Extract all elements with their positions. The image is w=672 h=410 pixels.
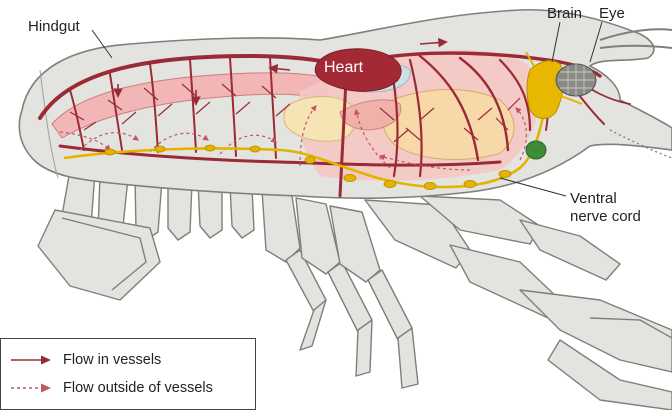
heart-label: Heart bbox=[324, 59, 363, 77]
legend-open-flow-text: Flow outside of vessels bbox=[63, 380, 213, 396]
brain-label: Brain bbox=[547, 5, 582, 23]
ventral-nerve-cord-label-line1: Ventral bbox=[570, 190, 641, 208]
legend: Flow in vessels Flow outside of vessels bbox=[0, 338, 256, 410]
legend-row-vessel-flow: Flow in vessels bbox=[9, 350, 161, 370]
ventral-nerve-cord-label-line2: nerve cord bbox=[570, 208, 641, 226]
hindgut-label: Hindgut bbox=[28, 18, 80, 36]
dashed-arrow-icon bbox=[9, 382, 53, 394]
eye-label: Eye bbox=[599, 5, 625, 23]
ventral-nerve-cord-label: Ventral nerve cord bbox=[570, 190, 641, 226]
legend-row-open-flow: Flow outside of vessels bbox=[9, 378, 213, 398]
eye bbox=[556, 64, 596, 96]
green-gland bbox=[526, 141, 546, 159]
legend-vessel-flow-text: Flow in vessels bbox=[63, 352, 161, 368]
solid-arrow-icon bbox=[9, 354, 53, 366]
